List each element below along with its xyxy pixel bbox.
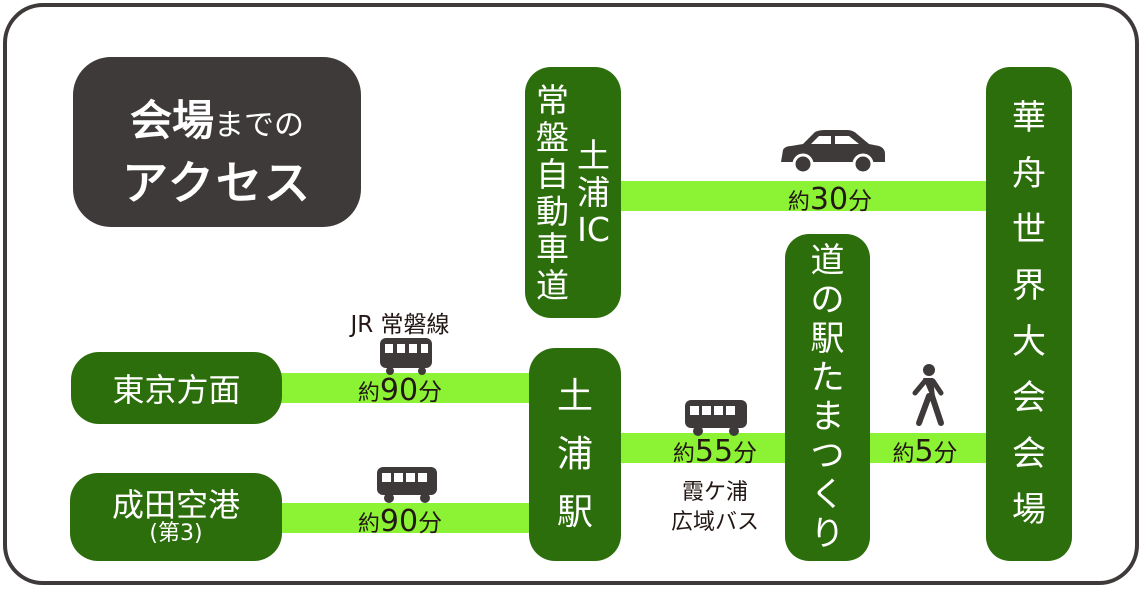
title-line-2: アクセス — [122, 156, 312, 210]
node-michi-no-eki: 道の駅たまつくり — [785, 234, 870, 561]
vertical-char: ま — [810, 396, 845, 437]
time-value: 55 — [694, 434, 734, 469]
time-unit: 分 — [933, 439, 958, 467]
time-prefix: 約 — [787, 190, 810, 215]
vertical-char: 常 — [536, 80, 569, 120]
bar-michinoeki-venue — [860, 433, 995, 463]
time-unit: 分 — [418, 378, 443, 406]
node-michi-no-eki-label: 道の駅たまつくり — [810, 240, 845, 554]
node-tsuchiura-station: 土浦駅 — [529, 348, 621, 561]
bus-icon — [377, 467, 437, 503]
car-icon — [781, 130, 885, 175]
vertical-char: 世 — [1012, 210, 1046, 250]
node-tokyo-label: 東京方面 — [112, 371, 241, 409]
vertical-char: つ — [810, 435, 845, 476]
vertical-char: 会 — [1012, 378, 1046, 418]
node-venue-label: 華舟世界大会会場 — [1012, 90, 1046, 538]
node-narita-sublabel: (第3) — [149, 521, 203, 547]
title-rest: までの — [214, 108, 304, 143]
vertical-char: 華 — [1012, 98, 1046, 138]
vertical-char: 車 — [536, 228, 569, 268]
narita-travel-time: 約90分 — [340, 503, 460, 539]
vertical-char: 会 — [1012, 434, 1046, 474]
node-narita-label: 成田空港 — [111, 485, 240, 524]
vertical-char: 舟 — [1012, 154, 1046, 194]
node-joban-expressway-label: 常盤自動車道 — [536, 82, 569, 304]
vertical-char: 土 — [556, 375, 593, 417]
walking-person-icon — [912, 364, 944, 426]
time-unit: 分 — [418, 509, 443, 537]
tokyo-travel-time: 約90分 — [340, 372, 460, 408]
vertical-char: 界 — [1012, 266, 1046, 306]
jr-line-label: JR 常磐線 — [350, 312, 450, 338]
vertical-char: 道 — [810, 240, 845, 281]
vertical-char: 動 — [536, 191, 569, 231]
vertical-char: 場 — [1012, 490, 1046, 530]
vertical-char: 自 — [536, 154, 569, 194]
node-venue: 華舟世界大会会場 — [986, 67, 1072, 561]
vertical-char: 道 — [536, 265, 569, 305]
train-icon — [380, 338, 432, 375]
bus-icon — [685, 400, 747, 436]
bar-tokyo-tsuchiura — [270, 373, 535, 403]
time-value: 90 — [379, 504, 419, 539]
time-prefix: 約 — [357, 512, 380, 537]
time-unit: 分 — [848, 187, 873, 215]
title-line-1: 会場までの — [73, 87, 361, 148]
time-value: 5 — [914, 434, 934, 469]
vertical-char: く — [810, 474, 845, 515]
title-main: 会場 — [129, 96, 214, 145]
walk-travel-time: 約5分 — [870, 433, 980, 469]
node-tokyo: 東京方面 — [71, 352, 282, 424]
time-value: 90 — [379, 373, 419, 408]
time-value: 30 — [809, 182, 849, 217]
car-travel-time: 約30分 — [770, 181, 890, 217]
bus-travel-time: 約55分 — [655, 433, 775, 469]
time-prefix: 約 — [357, 381, 380, 406]
vertical-char: 大 — [1012, 322, 1046, 362]
time-unit: 分 — [733, 439, 758, 467]
vertical-char: 盤 — [536, 117, 569, 157]
time-prefix: 約 — [672, 442, 695, 467]
vertical-char: 駅 — [556, 491, 593, 533]
vertical-char: IC — [577, 210, 610, 249]
node-narita-airport: 成田空港 (第3) — [70, 473, 282, 561]
bus-name-line1: 霞ケ浦 — [681, 480, 748, 505]
bar-narita-tsuchiura — [270, 503, 535, 533]
vertical-char: の — [810, 279, 845, 320]
node-tsuchiura-station-label: 土浦駅 — [557, 368, 593, 542]
bus-name-line2: 広域バス — [670, 510, 759, 535]
vertical-char: 土 — [577, 136, 610, 175]
vertical-char: 浦 — [556, 433, 593, 475]
vertical-char: 浦 — [577, 173, 610, 212]
bar-ic-venue — [615, 181, 995, 211]
vertical-char: 駅 — [810, 318, 845, 359]
vertical-char: た — [810, 357, 845, 398]
title-box: 会場までの アクセス — [73, 57, 361, 227]
vertical-char: り — [810, 513, 845, 554]
time-prefix: 約 — [892, 442, 915, 467]
bar-tsuchiura-michinoeki — [615, 433, 795, 463]
